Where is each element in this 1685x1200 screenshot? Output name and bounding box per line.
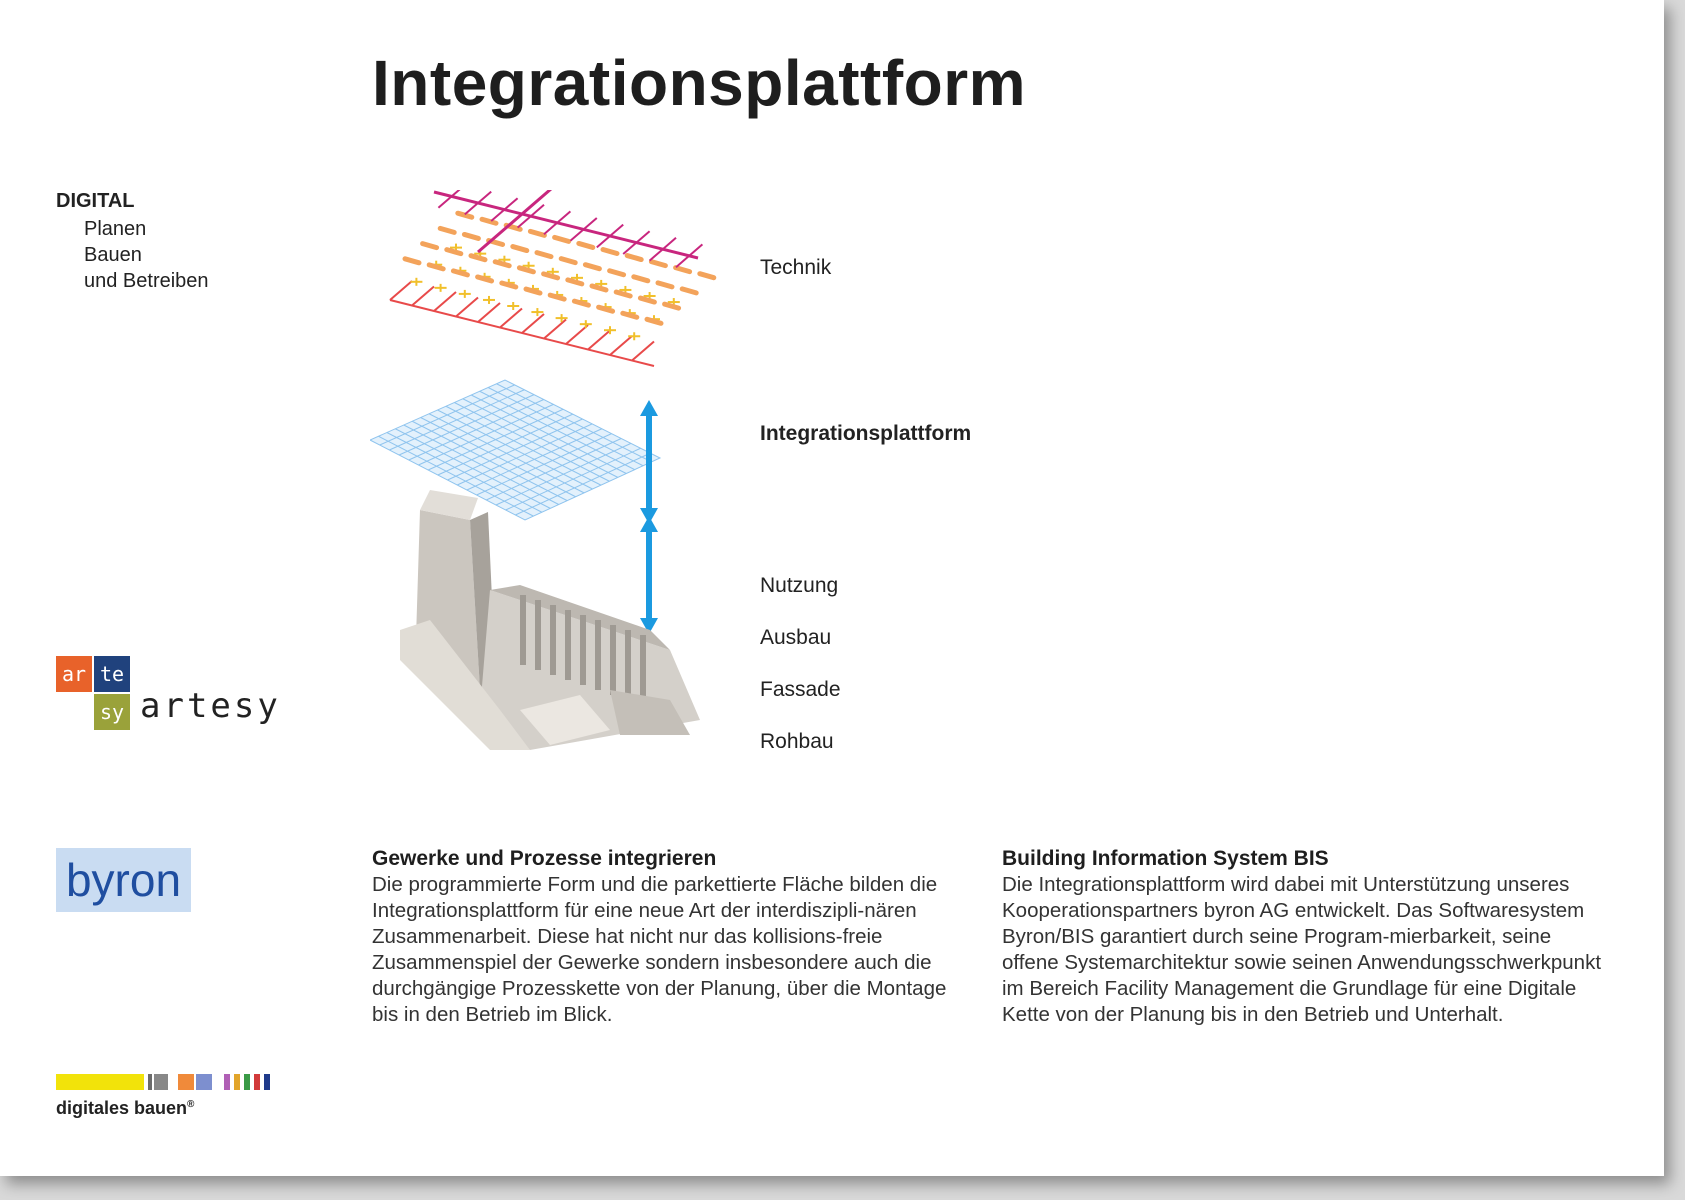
label-technik: Technik — [760, 256, 832, 279]
page-title: Integrationsplattform — [372, 47, 1027, 119]
artesy-square-sy: sy — [94, 694, 130, 730]
artesy-square-ar: ar — [56, 656, 92, 692]
color-bar-segment — [264, 1074, 270, 1090]
building-model — [400, 490, 700, 750]
sidebar-item-planen: Planen — [84, 218, 147, 240]
color-bar-segment — [254, 1074, 260, 1090]
color-bar-segment — [56, 1074, 144, 1090]
label-integrationsplattform: Integrationsplattform — [760, 422, 972, 445]
registered-mark: ® — [187, 1099, 195, 1110]
color-bar-segment — [154, 1074, 168, 1090]
column-body: Die Integrationsplattform wird dabei mit… — [1002, 873, 1602, 1026]
artesy-wordmark: artesy — [140, 686, 281, 726]
connection-arrow — [640, 400, 658, 634]
color-bar-segment — [178, 1074, 194, 1090]
platform-grid — [370, 379, 662, 521]
label-fassade: Fassade — [760, 678, 841, 701]
column-heading: Gewerke und Prozesse integrieren — [372, 847, 717, 870]
layer-diagram — [370, 190, 717, 750]
column-heading: Building Information System BIS — [1002, 847, 1329, 870]
color-bar-segment — [244, 1074, 250, 1090]
sidebar-item-betreiben: und Betreiben — [84, 270, 209, 292]
text-column-bis: Building Information System BIS Die Inte… — [1002, 846, 1602, 1028]
text-column-gewerke: Gewerke und Prozesse integrieren Die pro… — [372, 846, 972, 1028]
byron-logo: byron — [56, 848, 191, 912]
artesy-square-te: te — [94, 656, 130, 692]
sidebar-item-bauen: Bauen — [84, 244, 142, 266]
digitales-bauen-wordmark: digitales bauen — [56, 1098, 188, 1118]
digitales-bauen-color-bar — [56, 1074, 296, 1090]
column-body: Die programmierte Form und die parkettie… — [372, 873, 947, 1026]
label-rohbau: Rohbau — [760, 730, 834, 753]
sidebar-list: Planen Bauen und Betreiben — [84, 216, 209, 294]
artesy-logo: ar te sy artesy — [56, 656, 286, 730]
label-ausbau: Ausbau — [760, 626, 832, 649]
digitales-bauen-logo: digitales bauen® — [56, 1098, 194, 1119]
sidebar-heading: DIGITAL — [56, 190, 135, 212]
page-sheet: Integrationsplattform DIGITAL Planen Bau… — [0, 0, 1664, 1176]
color-bar-segment — [196, 1074, 212, 1090]
technik-layer — [389, 190, 717, 367]
color-bar-segment — [234, 1074, 240, 1090]
color-bar-segment — [148, 1074, 152, 1090]
color-bar-segment — [224, 1074, 230, 1090]
label-nutzung: Nutzung — [760, 574, 839, 597]
